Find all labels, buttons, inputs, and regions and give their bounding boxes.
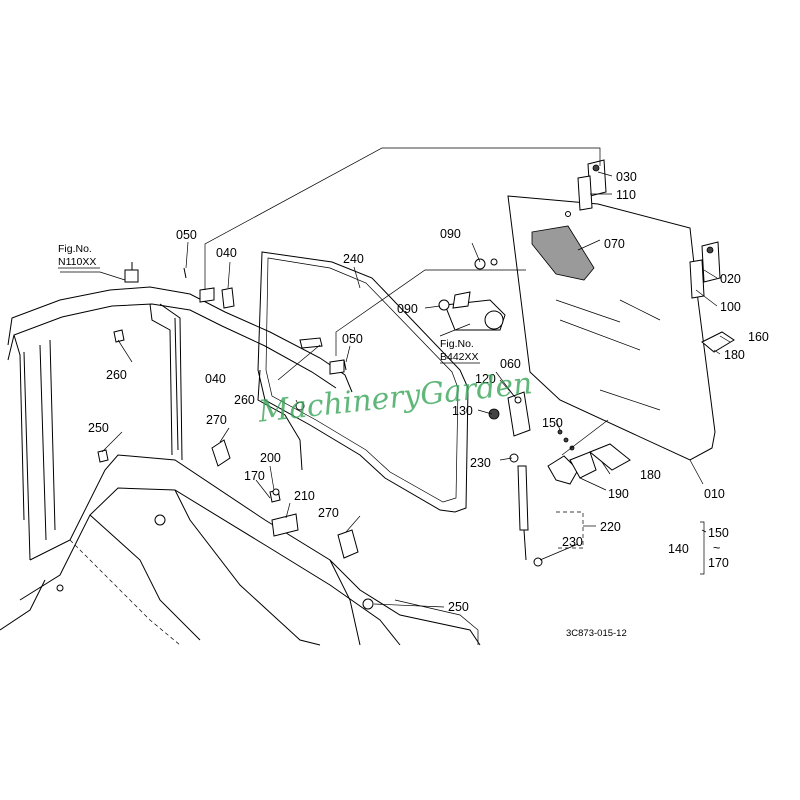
label-070: 070 (604, 237, 625, 251)
label-150-range: 150 (708, 526, 729, 540)
label-240: 240 (343, 252, 364, 266)
part-labels: 010 020 030 040 040 050 050 060 070 090 … (88, 170, 769, 614)
wiper-motor (444, 291, 506, 331)
label-230-top: 230 (470, 456, 491, 470)
label-030: 030 (616, 170, 637, 184)
fig-ref-n110-title: Fig.No. (58, 243, 92, 255)
stop-rubber (211, 439, 359, 559)
fig-ref-n110: Fig.No. N110XX (58, 243, 100, 269)
fig-ref-b442-title: Fig.No. (440, 338, 474, 350)
label-250-bottom: 250 (448, 600, 469, 614)
bracket-210 (269, 488, 299, 537)
latch-bracket (488, 391, 531, 437)
label-150-callout: 150 (542, 416, 563, 430)
label-180-bottom: 180 (640, 468, 661, 482)
fig-ref-b442: Fig.No. B442XX (440, 338, 480, 364)
fasteners (97, 329, 374, 610)
cab-frame (0, 262, 481, 646)
top-hinge (565, 159, 607, 217)
fig-ref-n110-code: N110XX (58, 256, 96, 268)
label-050-top: 050 (176, 228, 197, 242)
latch (547, 429, 597, 485)
label-050-mid: 050 (342, 332, 363, 346)
leader-lines (60, 147, 731, 608)
label-040-top: 040 (216, 246, 237, 260)
label-170-range: 170 (708, 556, 729, 570)
label-260-left: 260 (106, 368, 127, 382)
label-040-mid: 040 (205, 372, 226, 386)
label-010: 010 (704, 487, 725, 501)
rear-window-glass (507, 195, 716, 461)
label-090-mid: 090 (397, 302, 418, 316)
label-210: 210 (294, 489, 315, 503)
label-060: 060 (500, 357, 521, 371)
label-230-bottom: 230 (562, 535, 583, 549)
label-260-mid: 260 (234, 393, 255, 407)
label-220: 220 (600, 520, 621, 534)
fig-ref-b442-code: B442XX (440, 351, 479, 363)
label-200: 200 (260, 451, 281, 465)
label-110: 110 (616, 188, 636, 202)
label-range-tilde: ~ (713, 541, 720, 555)
label-130: 130 (452, 404, 473, 418)
nut-090 (438, 258, 498, 311)
side-hinge (689, 241, 721, 299)
label-250-left: 250 (88, 421, 109, 435)
watermark: MachineryGarden (256, 366, 534, 430)
label-170-left: 170 (244, 469, 265, 483)
pin-040 (221, 287, 323, 349)
label-160: 160 (748, 330, 769, 344)
latch-plates (589, 331, 735, 471)
window-seal (257, 251, 469, 513)
label-140: 140 (668, 542, 689, 556)
label-100: 100 (720, 300, 741, 314)
label-090-top: 090 (440, 227, 461, 241)
label-120: 120 (475, 372, 496, 386)
clip-050 (183, 267, 347, 375)
label-020: 020 (720, 272, 741, 286)
drawing-code: 3C873-015-12 (566, 628, 627, 639)
label-190: 190 (608, 487, 629, 501)
label-270-right: 270 (318, 506, 339, 520)
label-180-right: 180 (724, 348, 745, 362)
decal (531, 225, 595, 281)
label-270-left: 270 (206, 413, 227, 427)
gas-strut (509, 453, 543, 567)
